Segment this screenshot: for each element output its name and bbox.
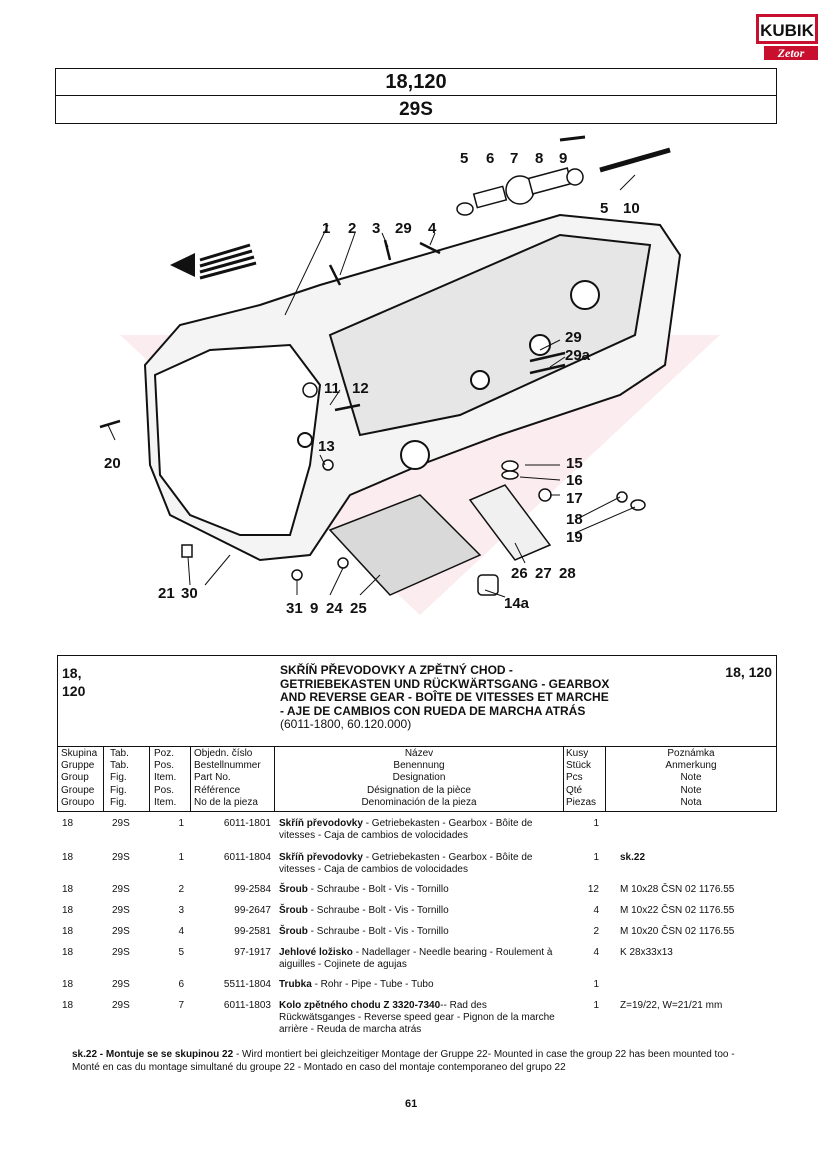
group-page-ref: 18, 120: [725, 664, 772, 680]
small-parts: [181, 382, 646, 596]
callout-20: 20: [104, 455, 121, 472]
parts-table-header: 18, 120 SKŘÍŇ PŘEVODOVKY A ZPĚTNÝ CHOD -…: [57, 655, 777, 812]
callout-26: 26: [511, 565, 528, 582]
section-title: SKŘÍŇ PŘEVODOVKY A ZPĚTNÝ CHOD - GETRIEB…: [280, 663, 610, 732]
callout-10: 10: [623, 200, 640, 217]
reverse-gear-assembly: [456, 135, 671, 216]
callout-2: 2: [348, 220, 356, 237]
callout-25: 25: [350, 600, 367, 617]
callout-4: 4: [428, 220, 437, 237]
callout-31: 31: [286, 600, 303, 617]
kubik-zetor-logo: KUBIK Zetor: [756, 14, 818, 60]
callout-5: 5: [460, 150, 468, 167]
callout-29: 29: [395, 220, 412, 237]
callout-15: 15: [566, 455, 583, 472]
callout-8: 8: [535, 150, 543, 167]
footnote-bold: sk.22 - Montuje se se skupinou 22: [72, 1049, 234, 1060]
bolts: [99, 239, 566, 429]
callout-24: 24: [326, 600, 343, 617]
callout-6: 6: [486, 150, 494, 167]
bottom-cover-plate: [328, 494, 482, 596]
exploded-gearbox-diagram: 5 6 7 8 9 5 10 1 2 3 29 4 29 29a 11 12 1…: [99, 135, 720, 617]
callout-30: 30: [181, 585, 198, 602]
callout-14a: 14a: [504, 595, 530, 612]
direction-arrow-icon: [170, 243, 257, 280]
leader-lines: [107, 174, 636, 598]
header-group-number: 18,120: [56, 69, 776, 96]
callout-12: 12: [352, 380, 369, 397]
gearbox-housing: [143, 213, 682, 562]
col-tab: Tab.Tab.Fig.Fig.Fig.: [104, 747, 150, 811]
callout-11: 11: [324, 380, 340, 397]
header-figure-code: 29S: [399, 99, 433, 120]
callout-19: 19: [566, 529, 583, 546]
callout-9: 9: [559, 150, 567, 167]
footnote: sk.22 - Montuje se se skupinou 22 - Wird…: [72, 1048, 762, 1074]
callout-16: 16: [566, 472, 583, 489]
page-number: 61: [405, 1098, 418, 1110]
footnote-text: - Wird montiert bei gleichzeitiger Monta…: [72, 1049, 735, 1073]
callout-1: 1: [322, 220, 330, 237]
callout-3: 3: [372, 220, 380, 237]
callout-17: 17: [566, 490, 583, 507]
callout-18: 18: [566, 511, 583, 528]
callout-5b: 5: [600, 200, 608, 217]
svg-text:Zetor: Zetor: [777, 46, 805, 60]
callout-27: 27: [535, 565, 552, 582]
callout-29b: 29: [565, 329, 582, 346]
callout-7: 7: [510, 150, 518, 167]
section-title-bold: SKŘÍŇ PŘEVODOVKY A ZPĚTNÝ CHOD - GETRIEB…: [280, 663, 610, 718]
section-title-codes: (6011-1800, 60.120.000): [280, 717, 412, 731]
callout-29a: 29a: [565, 347, 591, 364]
callout-labels: 5 6 7 8 9 5 10 1 2 3 29 4 29 29a 11 12 1…: [104, 150, 640, 617]
side-cover-plate: [468, 484, 552, 561]
callout-9b: 9: [310, 600, 318, 617]
callout-28: 28: [559, 565, 576, 582]
group-number: 18, 120: [62, 665, 86, 699]
col-poz: Poz.Pos.Item.Pos.Item.: [150, 747, 191, 811]
callout-13: 13: [318, 438, 335, 455]
svg-text:KUBIK: KUBIK: [760, 21, 815, 40]
page-header: 18,120 29S: [55, 68, 777, 124]
callout-21: 21: [158, 585, 175, 602]
